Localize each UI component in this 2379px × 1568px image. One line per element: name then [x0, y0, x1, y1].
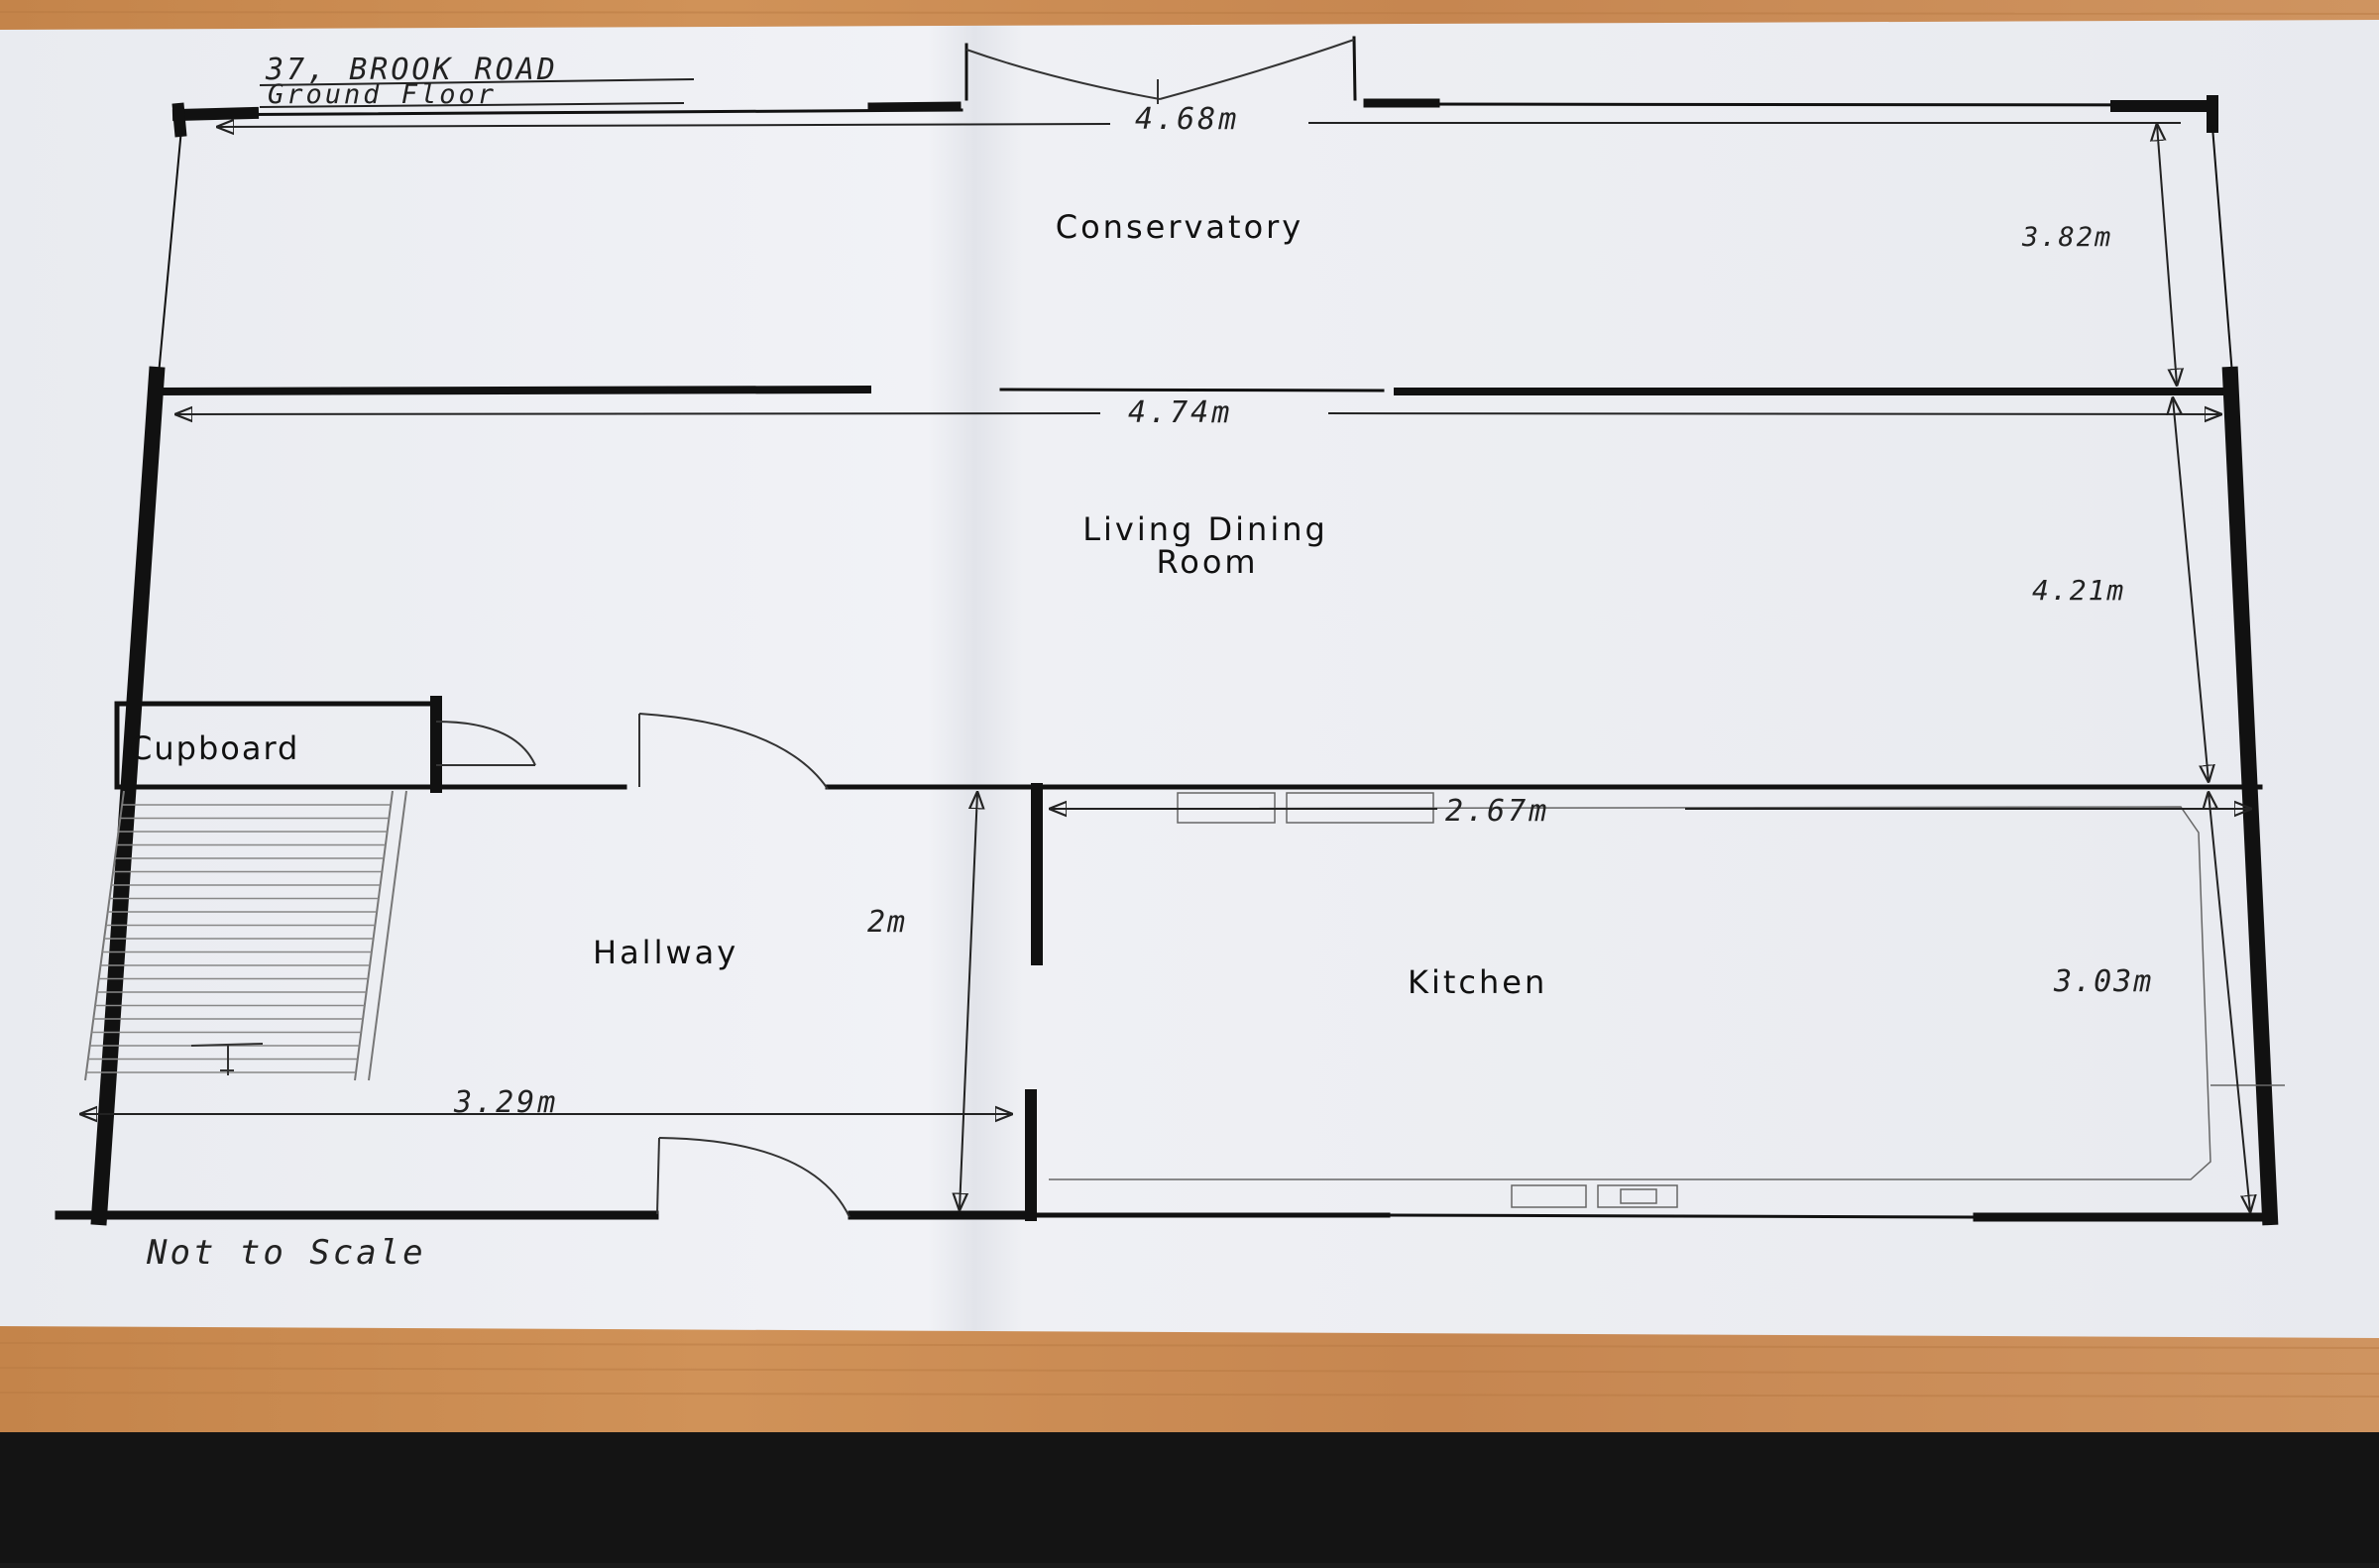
conservatory-width-label: 4.68m — [1135, 102, 1239, 137]
kitchen-label: Kitchen — [1408, 963, 1547, 1001]
living-width-label: 4.74m — [1128, 395, 1232, 430]
hallway-label: Hallway — [593, 934, 738, 971]
doors — [435, 39, 1355, 1218]
address-underline — [259, 78, 695, 86]
hallway-width-label: 3.29m — [453, 1085, 558, 1120]
conservatory-label: Conservatory — [1056, 208, 1303, 246]
stair-arrow — [190, 1043, 264, 1075]
stair-treads — [86, 804, 392, 1073]
hallway-depth-label: 2m — [867, 905, 907, 940]
cupboard-label: Cupboard — [130, 729, 299, 767]
kitchen-width-label: 2.67m — [1445, 794, 1549, 829]
living-label-line2: Room — [1156, 543, 1258, 581]
scale-note: Not to Scale — [146, 1233, 426, 1273]
kitchen-depth-label: 3.03m — [2053, 964, 2153, 999]
wood-grain — [0, 11, 2379, 1398]
dimension-lines — [81, 123, 2250, 1211]
conservatory-depth-label: 3.82m — [2021, 222, 2112, 253]
living-depth-label: 4.21m — [2032, 574, 2125, 607]
walls — [55, 36, 2279, 1226]
floor-underline — [259, 102, 685, 108]
paper-sheet — [0, 20, 2379, 1338]
floor-shadow — [0, 1417, 2379, 1563]
living-label-line1: Living Dining — [1082, 510, 1328, 548]
